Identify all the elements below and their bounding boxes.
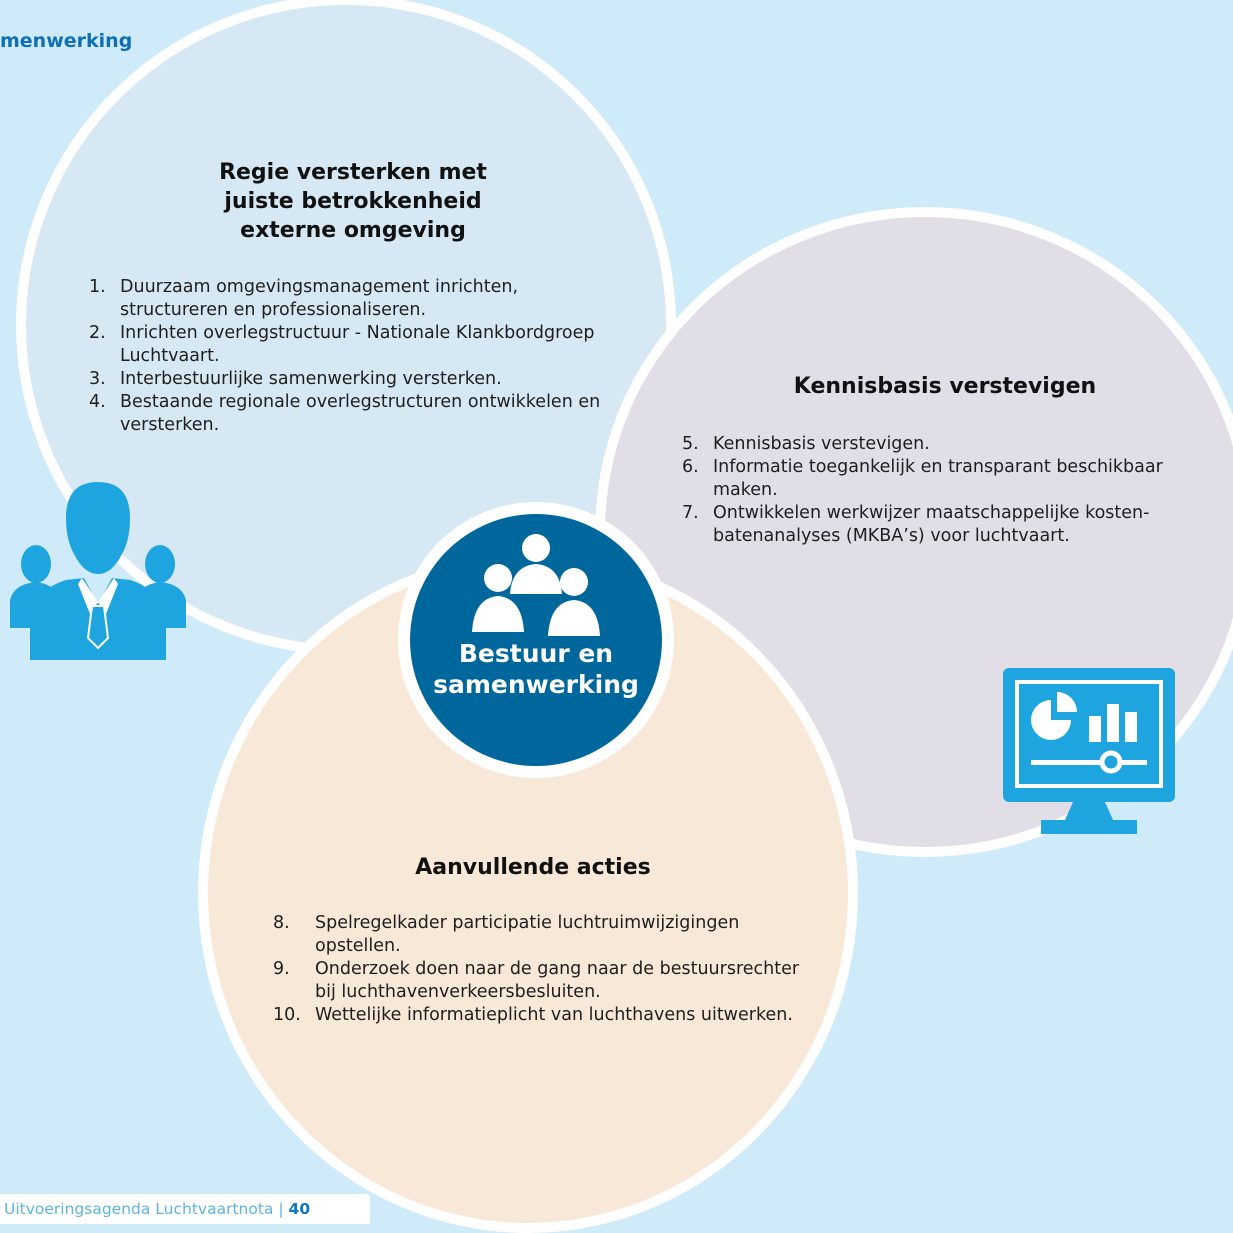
list-item: 3.Interbestuurlijke samenwerking verster… [89, 369, 502, 389]
page-title: menwerking [0, 30, 133, 52]
hub-label: Bestuur en samenwerking [433, 639, 639, 699]
business-people-icon [10, 482, 186, 660]
analytics-monitor-icon [1003, 668, 1175, 834]
list-item: 8.Spelregelkader participatie luchtruimw… [273, 913, 740, 956]
circle-regie [16, 0, 676, 655]
list-item: 4.Bestaande regionale overlegstructuren … [89, 392, 601, 435]
list-item: 7.Ontwikkelen werkwijzer maatschappelijk… [682, 503, 1150, 546]
footer-document-title: Uitvoeringsagenda Luchtvaartnota [4, 1200, 274, 1218]
section-title-aanvullende-acties: Aanvullende acties [415, 855, 651, 880]
action-list-regie: 1.Duurzaam omgevingsmanagement inrichten… [89, 276, 609, 437]
list-item: 6.Informatie toegankelijk en transparant… [682, 457, 1163, 500]
action-list-kennisbasis: 5.Kennisbasis verstevigen. 6.Informatie … [682, 433, 1222, 548]
list-item: 10.Wettelijke informatieplicht van lucht… [273, 1005, 793, 1025]
page-footer: Uitvoeringsagenda Luchtvaartnota | 40 [0, 1194, 370, 1224]
list-item: 1.Duurzaam omgevingsmanagement inrichten… [89, 277, 519, 320]
section-title-kennisbasis: Kennisbasis verstevigen [793, 374, 1097, 399]
list-item: 2.Inrichten overlegstructuur - Nationale… [89, 323, 595, 366]
list-item: 9.Onderzoek doen naar de gang naar de be… [273, 959, 800, 1002]
center-hub-inner: Bestuur en samenwerking [410, 514, 662, 766]
list-item: 5.Kennisbasis verstevigen. [682, 434, 930, 454]
page-number: 40 [288, 1200, 311, 1218]
action-list-aanvullende-acties: 8.Spelregelkader participatie luchtruimw… [273, 912, 823, 1027]
section-title-regie: Regie versterken met juiste betrokkenhei… [219, 160, 487, 243]
center-hub: Bestuur en samenwerking [398, 502, 674, 778]
footer-separator: | [278, 1200, 284, 1218]
group-of-people-icon [472, 534, 600, 636]
